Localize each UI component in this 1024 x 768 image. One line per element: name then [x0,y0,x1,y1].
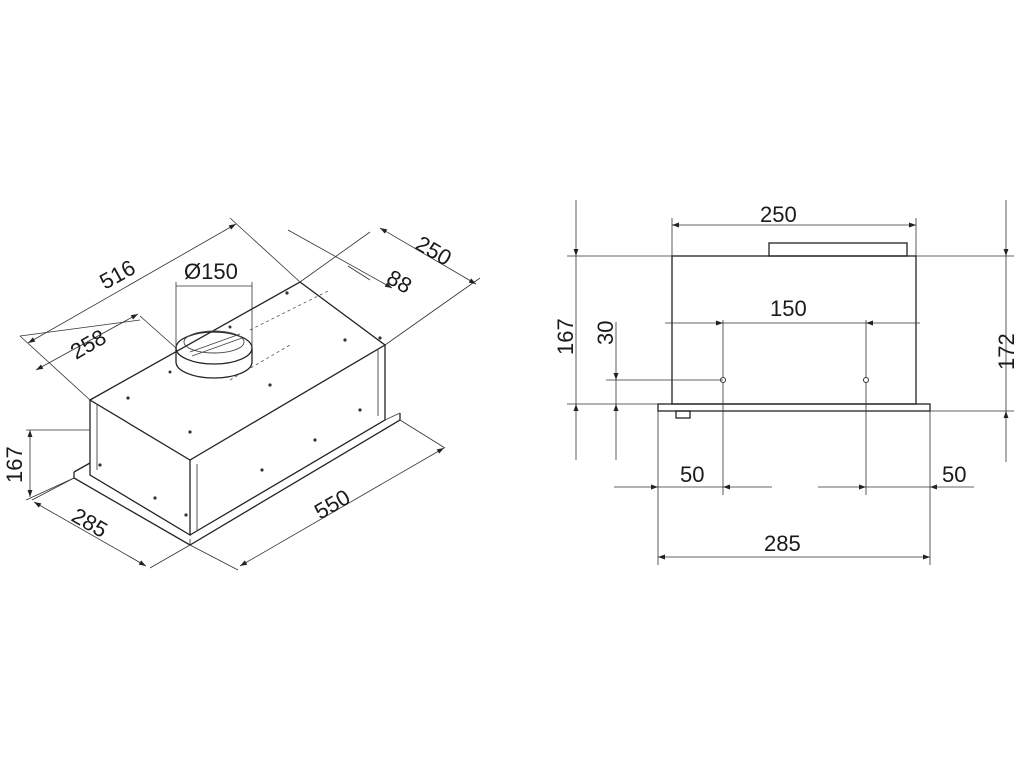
dim-167-side: 167 [553,200,672,460]
dim-516: 516 [19,217,301,401]
duct-collar [168,325,253,379]
dim-250-iso-label: 250 [412,231,456,271]
dim-167-iso-label: 167 [2,446,27,483]
dim-172-side: 172 [916,200,1019,462]
dim-285-side: 285 [658,531,930,560]
dim-285-iso: 285 [31,477,191,569]
dim-150-side-label: 150 [770,296,807,321]
dim-50-left: 50 [614,383,772,565]
dim-167-side-label: 167 [553,318,578,355]
mounting-hole-right [863,377,869,383]
dim-50-right-label: 50 [942,462,966,487]
dim-150-side: 150 [665,296,920,378]
hood-side-body [657,242,931,419]
dim-diameter-150-label: Ø150 [184,259,238,284]
dim-167-iso: 167 [2,429,90,501]
dim-50-right: 50 [818,383,974,565]
dim-250-side: 250 [671,202,917,256]
dim-diameter-150: Ø150 [175,259,253,348]
dim-88-label: 88 [383,265,417,299]
dim-250-side-label: 250 [760,202,797,227]
dim-285-iso-label: 285 [68,503,112,543]
dim-258: 258 [19,313,177,371]
dim-258-label: 258 [66,324,110,364]
isometric-view: 516 Ø150 250 88 258 [2,217,481,571]
side-view: 250 150 167 30 [553,200,1019,565]
dim-30-side-label: 30 [593,321,618,345]
dim-550: 550 [189,419,446,571]
dim-285-side-label: 285 [764,531,801,556]
dim-550-label: 550 [310,484,354,524]
dim-30-side: 30 [593,321,723,460]
dim-172-side-label: 172 [994,333,1019,370]
dim-50-left-label: 50 [680,462,704,487]
dim-88: 88 [287,229,417,299]
dim-516-label: 516 [95,255,139,295]
